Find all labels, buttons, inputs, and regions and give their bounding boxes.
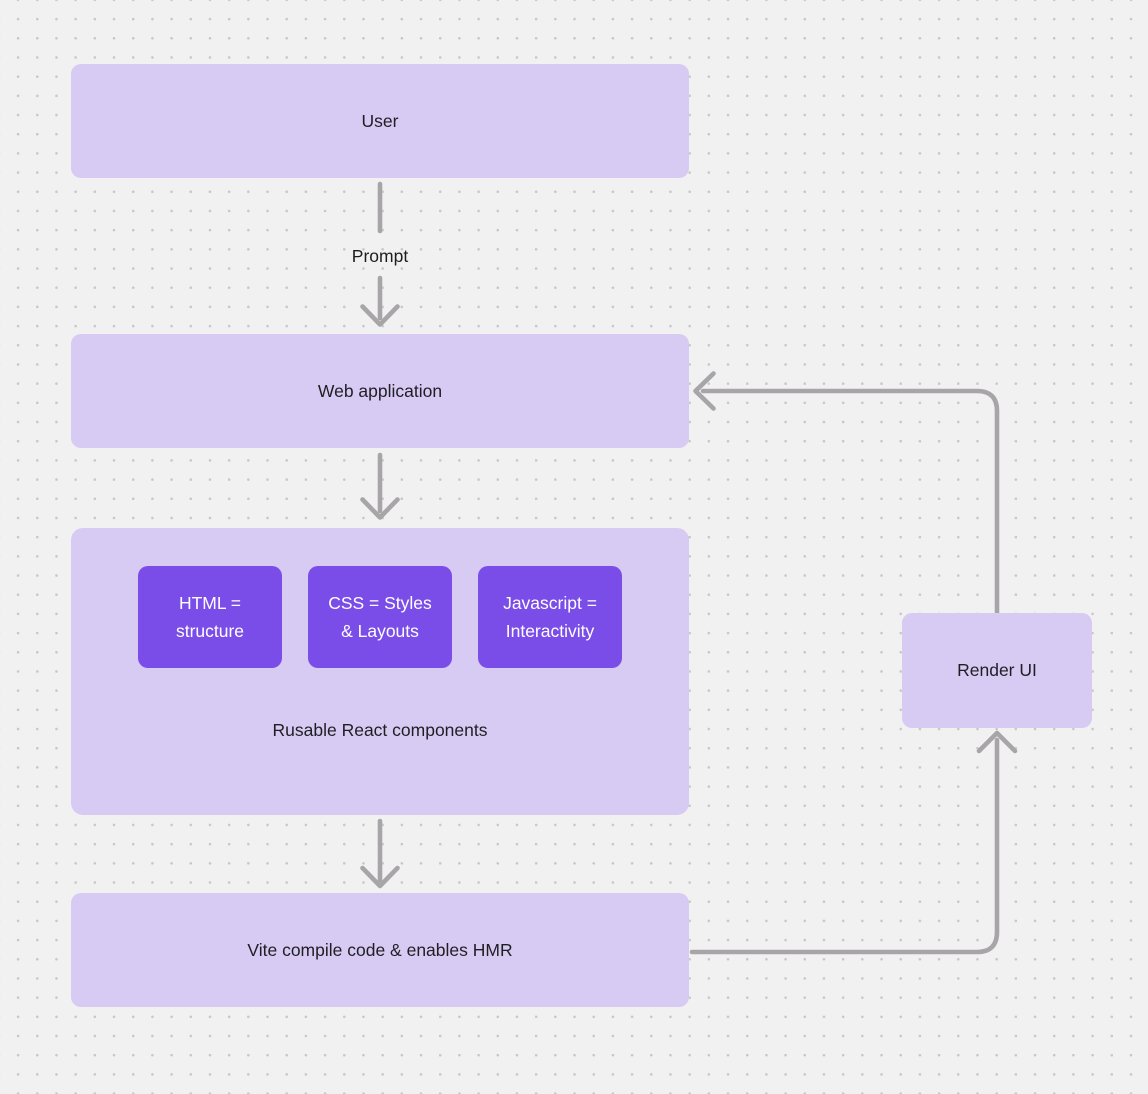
node-user: User: [71, 64, 689, 178]
node-render-ui-label: Render UI: [957, 660, 1037, 680]
arrowhead-down: [360, 865, 400, 889]
connector-renderui-to-webapp: [693, 371, 1000, 616]
node-html: HTML = structure: [138, 566, 282, 668]
arrowhead-down: [360, 304, 400, 327]
group-components-caption: Rusable React components: [272, 720, 488, 740]
arrowhead-left: [693, 371, 716, 411]
connector-webapp-to-components: [360, 452, 400, 520]
node-javascript-label: Javascript = Interactivity: [503, 593, 597, 641]
node-vite-label: Vite compile code & enables HMR: [247, 939, 513, 960]
arrowhead-down: [360, 497, 400, 520]
connector-segment: [689, 737, 1000, 955]
node-html-label: HTML = structure: [175, 593, 245, 641]
node-css-label: CSS = Styles & Layouts: [328, 593, 432, 641]
connector-components-to-vite: [360, 818, 400, 889]
connector-segment: [700, 388, 1000, 616]
node-javascript: Javascript = Interactivity: [478, 566, 622, 668]
node-web-application: Web application: [71, 334, 689, 448]
node-user-label: User: [361, 110, 399, 131]
node-vite: Vite compile code & enables HMR: [71, 893, 689, 1007]
node-css: CSS = Styles & Layouts: [308, 566, 452, 668]
node-render-ui: Render UI: [902, 613, 1092, 728]
node-web-application-label: Web application: [317, 380, 443, 401]
edge-label-prompt: Prompt: [351, 246, 409, 266]
connector-vite-to-renderui: [689, 730, 1018, 955]
arrowhead-up: [976, 730, 1018, 754]
